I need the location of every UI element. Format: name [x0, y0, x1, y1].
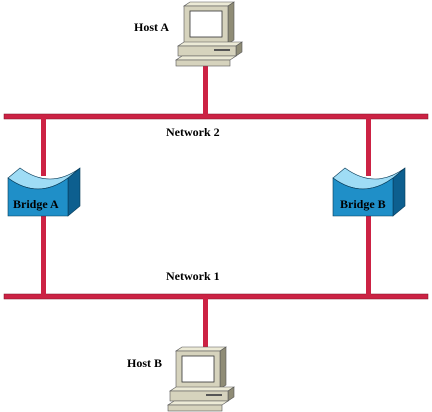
bridge-a-lower-link: [41, 216, 46, 296]
network-1-bus: [3, 293, 429, 300]
host-a-computer-icon: [175, 1, 243, 67]
host-b-computer-icon: [167, 346, 235, 412]
host-a-label: Host A: [134, 20, 169, 34]
host-b-label: Host B: [127, 356, 162, 370]
network-2-bus: [3, 113, 429, 120]
bridge-b-label: Bridge B: [340, 197, 386, 211]
bridge-a-icon: [7, 167, 81, 217]
host-b-drop: [203, 298, 208, 348]
bridge-a-label: Bridge A: [13, 197, 59, 211]
bridge-b-icon: [332, 167, 406, 217]
bridge-b-upper-link: [366, 118, 371, 176]
network-1-label: Network 1: [166, 269, 220, 283]
network-2-label: Network 2: [166, 125, 220, 139]
bridge-a-upper-link: [41, 118, 46, 176]
bridge-b-lower-link: [366, 216, 371, 296]
host-a-drop: [203, 66, 208, 116]
